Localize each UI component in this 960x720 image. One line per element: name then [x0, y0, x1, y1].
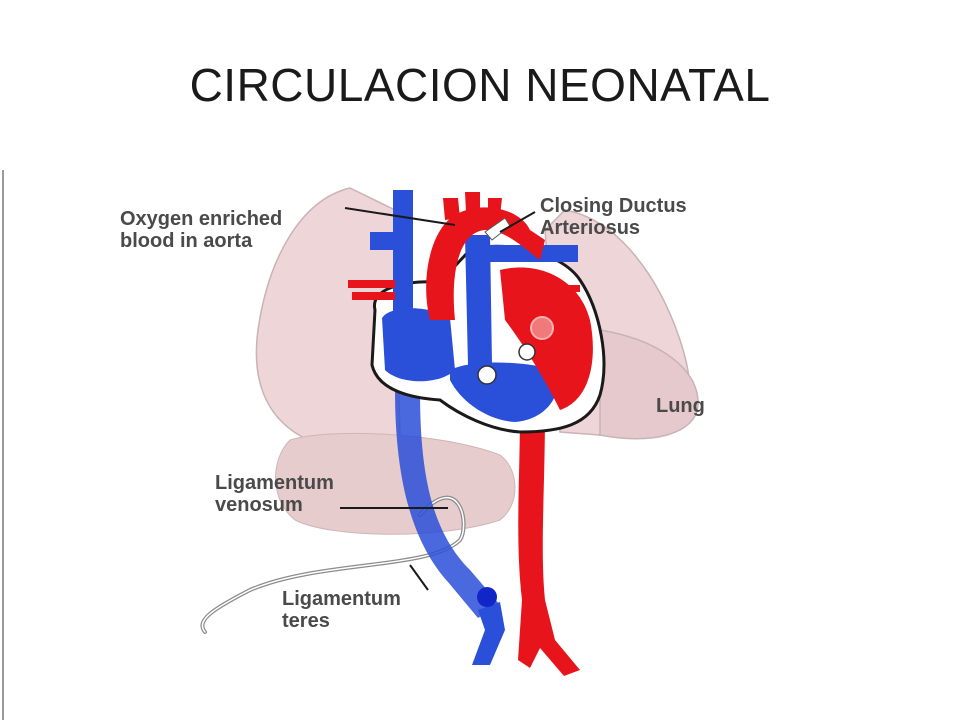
aortic-arch [426, 207, 545, 320]
slide-title: CIRCULACION NEONATAL [189, 59, 771, 111]
mitral-valve [518, 343, 536, 361]
label-lung: Lung [656, 395, 705, 417]
ligamentum-teres-cord-inner [201, 497, 465, 633]
right-lung-lower-lobe [599, 329, 699, 440]
pulmonary-veins-right [552, 285, 580, 304]
teres-label-leader [409, 564, 429, 591]
right-atrium [382, 308, 455, 382]
ductus-label-leader [499, 211, 536, 233]
neonatal-circulation-diagram: Oxygen enriched blood in aorta Closing D… [0, 170, 960, 720]
descending-aorta [518, 410, 580, 676]
pulmonary-trunk [465, 235, 492, 365]
label-oxygen-line1: Oxygen enriched [120, 208, 283, 230]
label-teres-line1: Ligamentum [282, 588, 401, 610]
inferior-vena-cava [395, 390, 500, 618]
label-ligamentum-teres: Ligamentum teres [282, 588, 401, 632]
oxygen-label-leader [344, 207, 456, 226]
right-ventricle [450, 362, 558, 422]
label-closing-ductus: Closing Ductus Arteriosus [540, 195, 687, 239]
heart-diagram-illustration [2, 170, 699, 720]
label-oxygen-line2: blood in aorta [120, 230, 253, 252]
brachiocephalic-vein [370, 232, 400, 250]
label-oxygen-enriched: Oxygen enriched blood in aorta [120, 208, 282, 252]
superior-vena-cava [393, 190, 413, 320]
ductus-venosus-node [477, 587, 497, 607]
pulmonary-veins-left [348, 280, 395, 300]
label-ligamentum-venosum: Ligamentum venosum [215, 472, 334, 516]
arch-branches [443, 192, 502, 220]
label-teres-line2: teres [282, 610, 330, 632]
label-venosum-line1: Ligamentum [215, 472, 334, 494]
valve-highlight [530, 316, 554, 340]
label-ductus-line1: Closing Ductus [540, 195, 687, 217]
tricuspid-valve [477, 365, 497, 385]
label-ductus-line2: Arteriosus [540, 217, 641, 239]
label-venosum-line2: venosum [215, 494, 303, 516]
iliac-vein-branch [472, 602, 505, 665]
